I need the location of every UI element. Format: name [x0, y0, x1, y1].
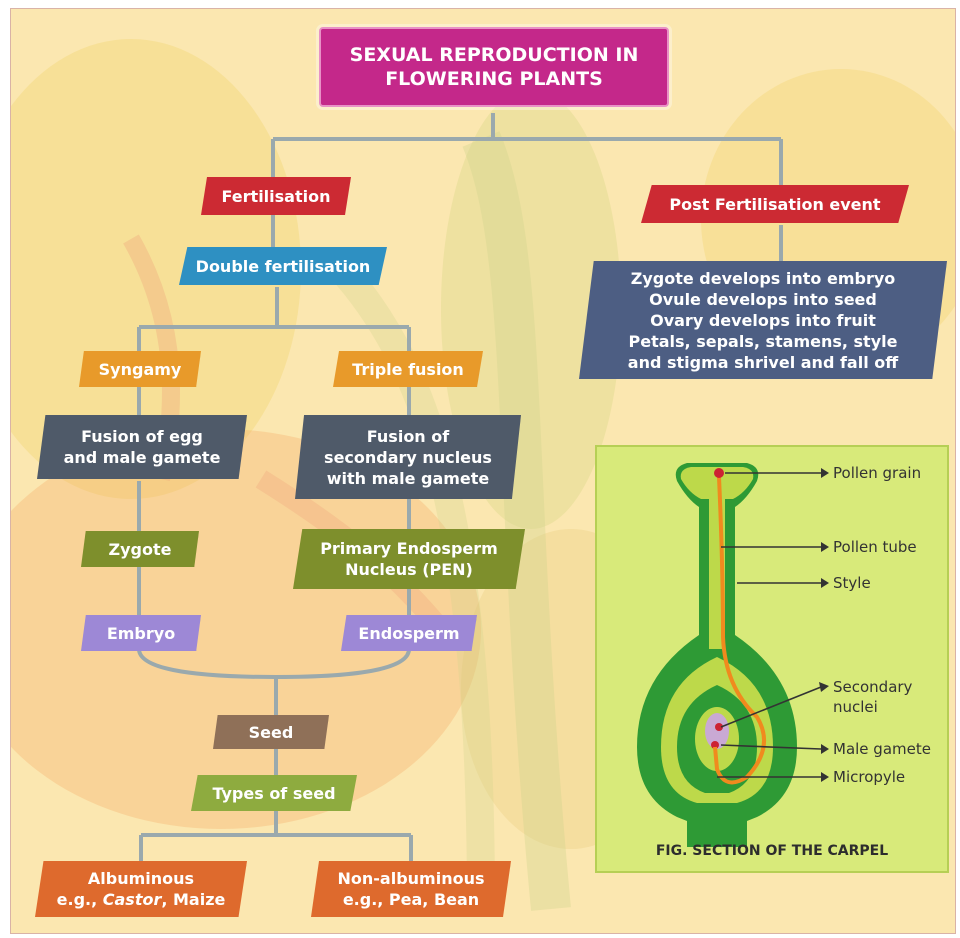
node-post-events: Zygote develops into embryo Ovule develo… [579, 261, 947, 379]
endosperm-label: Endosperm [358, 624, 459, 643]
node-post-fertilisation: Post Fertilisation event [641, 185, 909, 223]
embryo-label: Embryo [107, 624, 175, 643]
node-embryo: Embryo [81, 615, 201, 651]
post-event-5: and stigma shrivel and fall off [628, 352, 898, 373]
post-event-4: Petals, sepals, stamens, style [629, 331, 898, 352]
non-albuminous-example: e.g., Pea, Bean [343, 889, 479, 910]
post-fertilisation-label: Post Fertilisation event [669, 195, 880, 214]
label-pollen-grain: Pollen grain [833, 463, 921, 483]
label-micropyle: Micropyle [833, 767, 905, 787]
albuminous-eg: e.g., [57, 890, 103, 909]
post-event-1: Zygote develops into embryo [631, 268, 896, 289]
node-fusion-secondary: Fusion of secondary nucleus with male ga… [295, 415, 521, 499]
node-non-albuminous: Non-albuminous e.g., Pea, Bean [311, 861, 511, 917]
node-fertilisation: Fertilisation [201, 177, 351, 215]
fertilisation-label: Fertilisation [222, 187, 331, 206]
diagram-canvas: SEXUAL REPRODUCTION IN FLOWERING PLANTS … [10, 8, 956, 934]
node-triple-fusion: Triple fusion [333, 351, 483, 387]
types-of-seed-label: Types of seed [212, 784, 335, 803]
node-pen: Primary Endosperm Nucleus (PEN) [293, 529, 525, 589]
label-secondary-nuclei-1: Secondary [833, 677, 912, 697]
fusion-secondary-line-2: secondary nucleus [324, 447, 492, 468]
syngamy-label: Syngamy [99, 360, 182, 379]
pen-line-2: Nucleus (PEN) [345, 559, 473, 580]
node-albuminous: Albuminous e.g., Castor, Maize [35, 861, 247, 917]
albuminous-example-rest: , Maize [161, 890, 225, 909]
pollen-grain-dot [714, 468, 724, 478]
label-pollen-tube: Pollen tube [833, 537, 917, 557]
fusion-secondary-line-3: with male gamete [327, 468, 490, 489]
carpel-illustration [597, 447, 947, 871]
label-male-gamete: Male gamete [833, 739, 931, 759]
albuminous-example-italic: Castor [103, 890, 162, 909]
zygote-label: Zygote [109, 539, 172, 560]
label-secondary-nuclei-2: nuclei [833, 697, 878, 717]
albuminous-example: e.g., Castor, Maize [57, 889, 226, 910]
fusion-secondary-line-1: Fusion of [367, 426, 449, 447]
fusion-egg-line-2: and male gamete [64, 447, 221, 468]
carpel-figure-panel: Pollen grain Pollen tube Style Secondary… [595, 445, 949, 873]
figure-caption: FIG. SECTION OF THE CARPEL [597, 843, 947, 859]
diagram-title: SEXUAL REPRODUCTION IN FLOWERING PLANTS [319, 27, 669, 107]
node-zygote: Zygote [81, 531, 199, 567]
post-event-2: Ovule develops into seed [649, 289, 877, 310]
post-event-3: Ovary develops into fruit [650, 310, 876, 331]
node-endosperm: Endosperm [341, 615, 477, 651]
double-fertilisation-label: Double fertilisation [196, 257, 371, 276]
node-seed: Seed [213, 715, 329, 749]
albuminous-name: Albuminous [88, 868, 194, 889]
node-syngamy: Syngamy [79, 351, 201, 387]
seed-label: Seed [249, 723, 294, 742]
triple-fusion-label: Triple fusion [352, 360, 464, 379]
non-albuminous-name: Non-albuminous [338, 868, 485, 889]
label-style: Style [833, 573, 871, 593]
fusion-egg-line-1: Fusion of egg [81, 426, 203, 447]
node-double-fertilisation: Double fertilisation [179, 247, 387, 285]
title-line-2: FLOWERING PLANTS [385, 67, 603, 91]
title-line-1: SEXUAL REPRODUCTION IN [350, 43, 639, 67]
node-fusion-egg: Fusion of egg and male gamete [37, 415, 247, 479]
node-types-of-seed: Types of seed [191, 775, 357, 811]
pen-line-1: Primary Endosperm [320, 538, 498, 559]
